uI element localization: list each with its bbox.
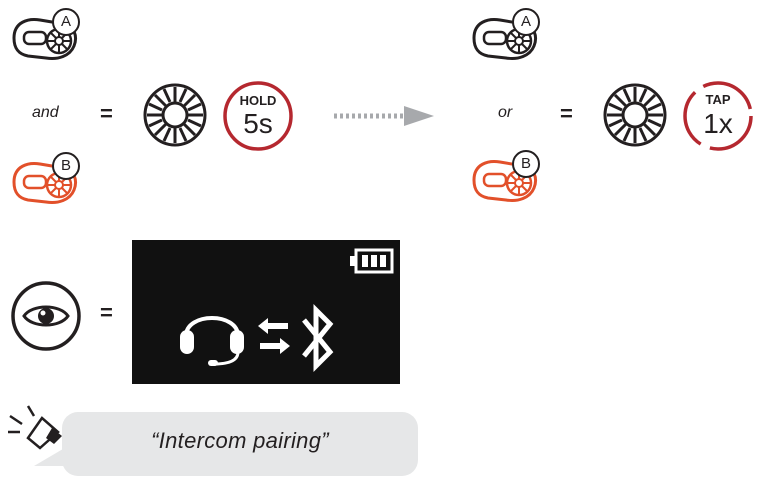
equals-sign: = — [100, 300, 113, 325]
eye-icon — [11, 281, 81, 351]
step2-device-a: A — [468, 8, 548, 68]
device-b-label: B — [60, 157, 71, 174]
hold-duration: 5s — [243, 108, 273, 139]
or-connector: or — [498, 104, 513, 121]
device-b-badge: B — [512, 150, 540, 178]
step2-jog-dial — [602, 82, 668, 148]
headset-icon — [180, 316, 244, 366]
jog-dial-icon — [603, 83, 667, 147]
device-a-badge: A — [512, 8, 540, 36]
voice-prompt-bubble — [62, 412, 418, 476]
equals-sign: = — [560, 101, 573, 126]
voice-prompt-text: “Intercom pairing” — [151, 428, 329, 453]
bubble-tail — [34, 446, 68, 466]
hold-badge: HOLD 5s — [222, 80, 294, 152]
device-a-label: A — [520, 13, 531, 30]
device-b-badge: B — [52, 152, 80, 180]
dotted-arrow-icon — [334, 106, 434, 126]
device-display — [132, 240, 400, 384]
device-b-label: B — [520, 155, 531, 172]
jog-dial-icon — [143, 83, 207, 147]
bluetooth-icon — [302, 303, 334, 373]
battery-icon — [350, 248, 394, 274]
exchange-arrows-icon — [258, 318, 290, 354]
and-connector: and — [32, 104, 59, 121]
tap-count: 1x — [703, 108, 733, 139]
step1-jog-dial — [142, 82, 208, 148]
tap-badge: TAP 1x — [682, 80, 754, 152]
device-a-badge: A — [52, 8, 80, 36]
step1-device-b: B — [8, 152, 88, 212]
voice-prompt-speaker — [6, 402, 66, 458]
hold-label: HOLD — [240, 93, 277, 108]
step2-device-b: B — [468, 150, 548, 210]
equals-sign: = — [100, 101, 113, 126]
speaker-icon — [8, 405, 62, 450]
step1-device-a: A — [8, 8, 88, 68]
device-a-label: A — [60, 13, 71, 30]
eye-indicator — [10, 280, 82, 352]
transition-arrow — [332, 104, 436, 128]
headset-unit-icon — [472, 18, 538, 60]
tap-label: TAP — [705, 92, 730, 107]
